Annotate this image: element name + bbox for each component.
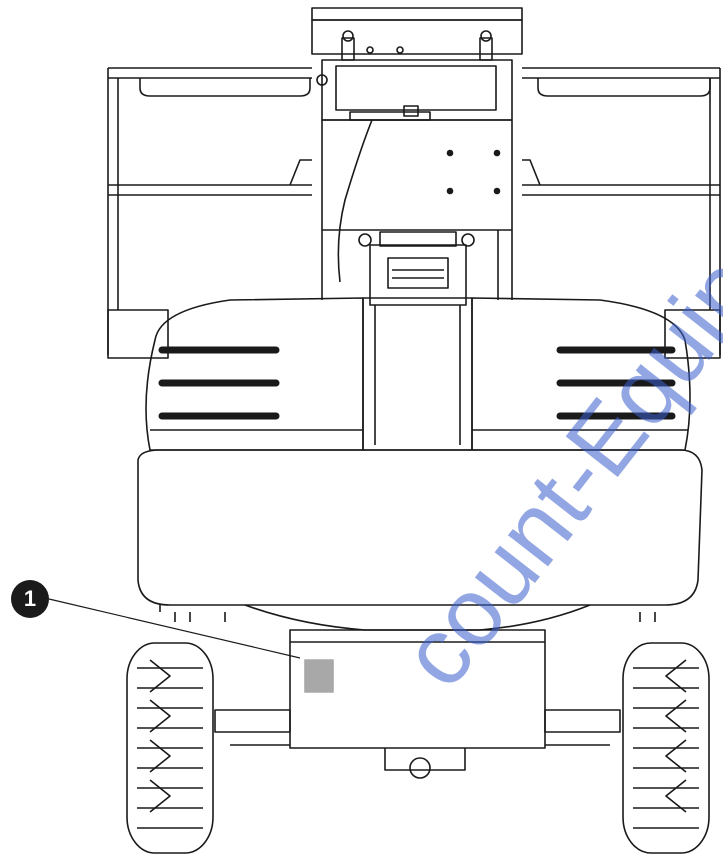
jib-rotator	[358, 231, 475, 306]
callout-leader-line	[48, 598, 301, 659]
callout-badge-1: 1	[11, 580, 49, 618]
left-tire	[126, 642, 214, 854]
right-tire	[622, 642, 710, 854]
control-box	[316, 30, 513, 300]
label-location-1	[304, 659, 334, 693]
counterweight	[137, 449, 703, 622]
chassis	[214, 604, 621, 779]
platform-basket	[107, 7, 721, 359]
turntable-hood	[145, 297, 691, 451]
